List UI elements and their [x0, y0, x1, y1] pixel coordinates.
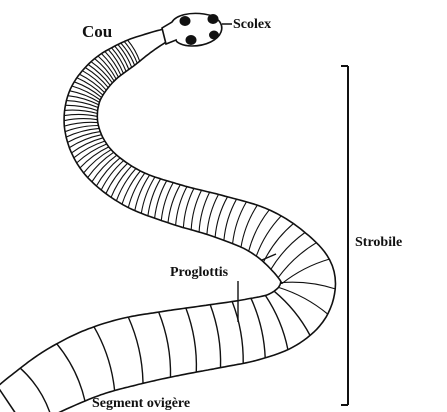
sucker-bottom-left: [186, 35, 197, 45]
scolex-head: [162, 13, 222, 46]
label-segment-ovigere: Segment ovigère: [92, 396, 190, 411]
label-scolex: Scolex: [233, 17, 271, 32]
worm-body: [0, 29, 336, 412]
strobile-bracket: [341, 66, 348, 405]
label-cou: Cou: [82, 22, 112, 41]
sucker-bottom-right: [209, 31, 219, 40]
label-strobile: Strobile: [355, 235, 402, 250]
sucker-top-right: [208, 14, 219, 24]
sucker-top-left: [180, 16, 191, 26]
label-proglottis: Proglottis: [170, 265, 229, 280]
